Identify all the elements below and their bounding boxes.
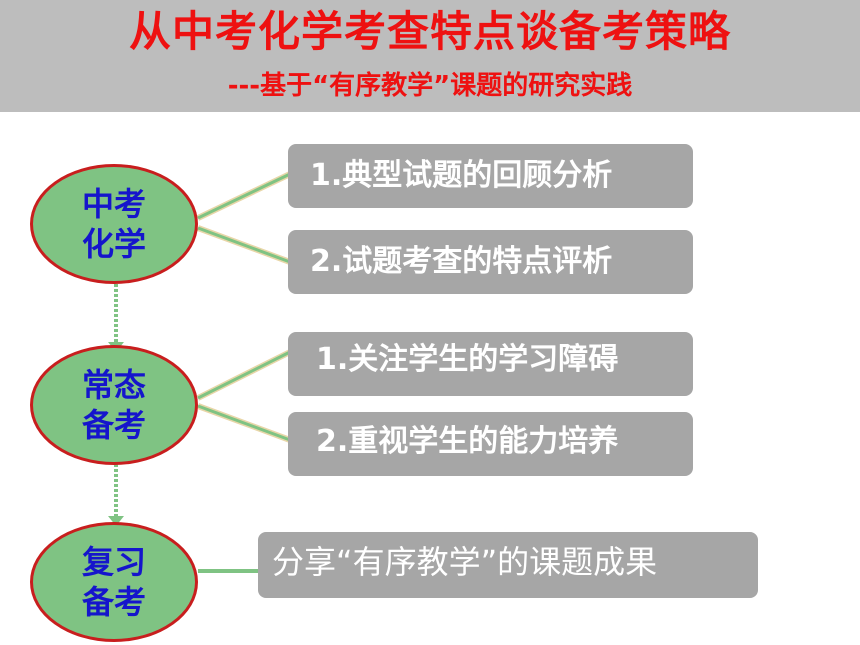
item-box: 2.试题考查的特点评析 [288, 230, 693, 294]
node-oval: 复习备考 [30, 522, 198, 642]
node-label: 常态备考 [81, 366, 146, 444]
item-box: 1.关注学生的学习障碍 [288, 332, 693, 396]
node-label: 中考化学 [81, 185, 146, 263]
page-title: 从中考化学考查特点谈备考策略 [128, 7, 731, 56]
node-oval: 常态备考 [30, 345, 198, 465]
connector-line [197, 226, 291, 264]
connector-line [197, 404, 291, 442]
page-subtitle: ---基于“有序教学”课题的研究实践 [227, 71, 633, 101]
node-oval: 中考化学 [30, 164, 198, 284]
item-box: 2.重视学生的能力培养 [288, 412, 693, 476]
connector-line [197, 350, 291, 400]
item-box: 分享“有序教学”的课题成果 [258, 532, 758, 598]
flow-arrow-head [108, 516, 124, 526]
header-bar: 从中考化学考查特点谈备考策略 ---基于“有序教学”课题的研究实践 [0, 0, 860, 112]
item-box: 1.典型试题的回顾分析 [288, 144, 693, 208]
connector-line [197, 172, 291, 220]
node-label: 复习备考 [81, 543, 146, 621]
